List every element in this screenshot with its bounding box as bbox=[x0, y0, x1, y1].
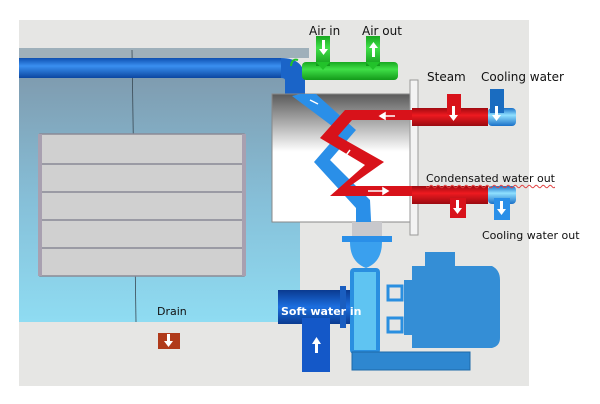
label-condensated-water-out: Condensated water out bbox=[426, 172, 555, 185]
pump-flange bbox=[342, 222, 392, 268]
air-in-arrow-icon bbox=[319, 40, 328, 55]
drain-arrow-icon bbox=[164, 334, 173, 347]
steam-arrow-icon bbox=[449, 106, 458, 121]
condensate-arrow-icon bbox=[453, 200, 462, 214]
label-air-in: Air in bbox=[309, 24, 341, 38]
return-arrow-icon bbox=[290, 58, 299, 67]
cooling-water-in-arrow-icon bbox=[492, 106, 501, 121]
label-soft-water-in: Soft water in bbox=[281, 305, 362, 318]
coil-flow-arrows bbox=[309, 99, 395, 196]
cooling-coil bbox=[292, 94, 372, 240]
grille bbox=[38, 133, 246, 277]
label-drain: Drain bbox=[157, 305, 187, 318]
air-out-arrow-icon bbox=[369, 42, 378, 57]
cooling-water-out-arrow-icon bbox=[497, 201, 506, 215]
label-steam: Steam bbox=[427, 70, 466, 84]
soft-water-in-arrow-icon bbox=[312, 337, 321, 353]
steam-inlet-pipe bbox=[412, 94, 488, 126]
pump bbox=[350, 252, 500, 371]
label-cooling-water-out: Cooling water out bbox=[482, 229, 580, 242]
label-air-out: Air out bbox=[362, 24, 402, 38]
top-blue-pipe bbox=[19, 58, 305, 95]
condensate-outlet-pipe bbox=[412, 186, 488, 218]
label-cooling-water: Cooling water bbox=[481, 70, 564, 84]
soft-water-inlet-pipe bbox=[278, 286, 350, 372]
steam-coil bbox=[320, 110, 418, 196]
